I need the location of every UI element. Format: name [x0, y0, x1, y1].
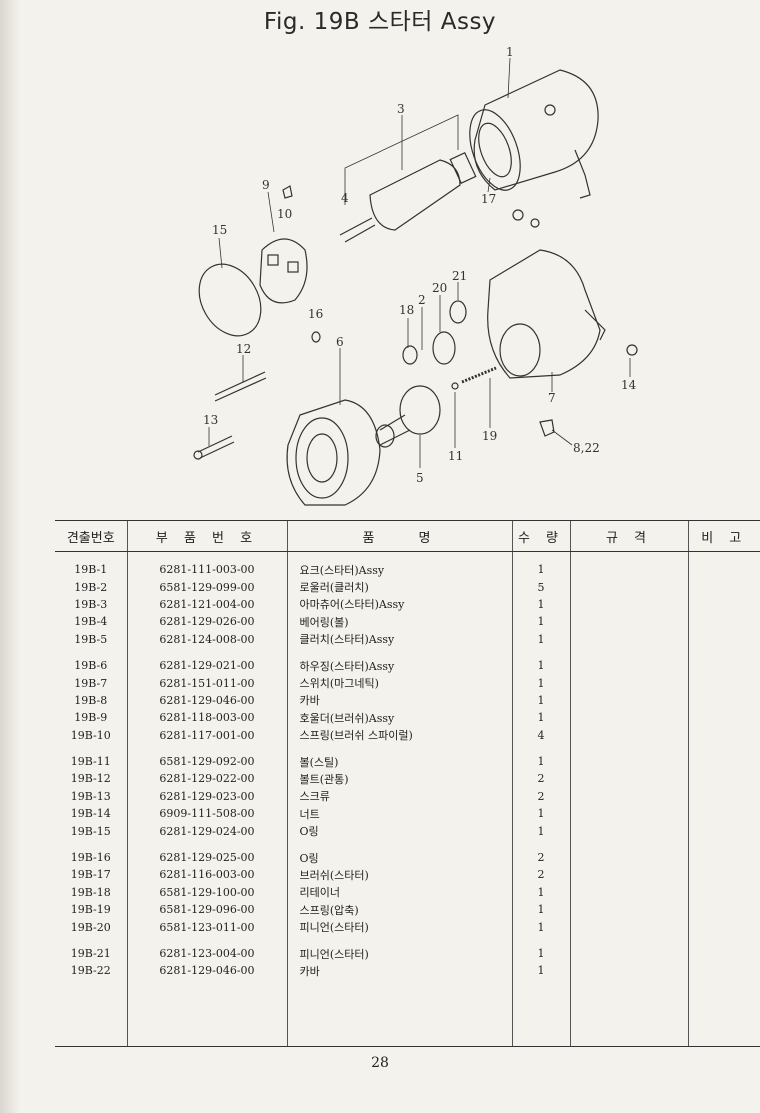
- callout-11: 11: [448, 449, 463, 463]
- header-part-no: 부 품 번 호: [126, 520, 287, 552]
- housing-part: [286, 399, 381, 506]
- callout-21: 21: [452, 269, 467, 283]
- table-header-row: 견출번호 부 품 번 호 품 명 수 량 규 격 비 고: [55, 520, 760, 552]
- header-quantity: 수 량: [511, 520, 570, 552]
- callout-10: 10: [277, 207, 292, 221]
- callout-7: 7: [548, 391, 556, 405]
- callout-3: 3: [397, 102, 405, 116]
- callout-17: 17: [481, 192, 496, 206]
- callout-9: 9: [262, 178, 270, 192]
- through-bolt-part: [214, 371, 267, 402]
- screw-part: [197, 435, 235, 459]
- callout-2: 2: [418, 293, 426, 307]
- callout-6: 6: [336, 335, 344, 349]
- callout-12: 12: [236, 342, 251, 356]
- callout-13: 13: [203, 413, 218, 427]
- callout-4: 4: [341, 191, 349, 205]
- magnetic-switch-part: [487, 249, 606, 379]
- armature-part: [339, 152, 477, 243]
- callout-8-22: 8,22: [573, 441, 600, 455]
- brush-holder-part: [259, 185, 308, 304]
- page-edge-shadow: [0, 0, 20, 1113]
- header-remarks: 비 고: [687, 520, 760, 552]
- callout-20: 20: [432, 281, 447, 295]
- callout-18: 18: [399, 303, 414, 317]
- callout-16: 16: [308, 307, 323, 321]
- exploded-diagram: 1 3 4 9 10 15 17 16 12 6 18 2 20 21 7 14…: [193, 45, 638, 506]
- callout-15: 15: [212, 223, 227, 237]
- header-ref-no: 견출번호: [55, 520, 127, 552]
- header-part-name: 품 명: [286, 520, 512, 552]
- yoke-part: [469, 69, 599, 199]
- callout-14: 14: [621, 378, 637, 392]
- clutch-part: [375, 385, 441, 448]
- callout-1: 1: [506, 45, 514, 59]
- callout-19: 19: [482, 429, 497, 443]
- page-number: 28: [371, 1055, 389, 1071]
- page-title: Fig. 19B 스타터 Assy: [263, 9, 497, 35]
- header-spec: 규 격: [569, 520, 688, 552]
- o-ring-part: [198, 263, 262, 337]
- callout-5: 5: [416, 471, 424, 485]
